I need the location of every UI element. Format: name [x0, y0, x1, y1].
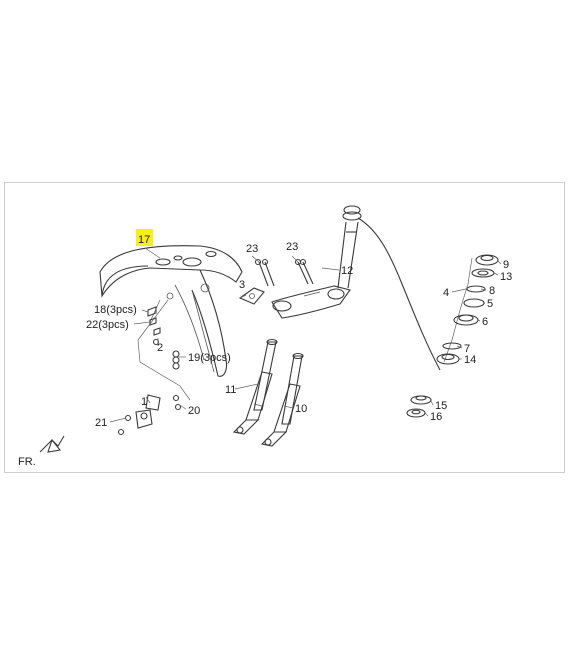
front-direction-label: FR. [18, 456, 36, 468]
callout-leaders [109, 247, 502, 423]
steering-stem [271, 205, 362, 319]
bracket-3 [238, 287, 265, 305]
callout-13[interactable]: 13 [500, 271, 512, 283]
fork-leg-11 [232, 338, 278, 435]
bolts-23 [254, 258, 314, 287]
callout-20[interactable]: 20 [188, 405, 200, 417]
callout-21[interactable]: 21 [95, 417, 107, 429]
callout-3[interactable]: 3 [239, 279, 245, 291]
callout-18[interactable]: 18(3pcs) [94, 304, 137, 316]
callout-2[interactable]: 2 [157, 342, 163, 354]
callout-4[interactable]: 4 [443, 287, 449, 299]
callout-16[interactable]: 16 [430, 411, 442, 423]
fender-stay [117, 299, 191, 436]
front-fender [99, 245, 243, 377]
callout-8[interactable]: 8 [489, 285, 495, 297]
callout-9[interactable]: 9 [503, 259, 509, 271]
washers-15-16 [406, 395, 432, 418]
callout-labels: 17 23 23 12 3 18(3pcs) 22(3pcs) 2 19(3pc… [18, 234, 512, 468]
callout-10[interactable]: 10 [295, 403, 307, 415]
callout-23-left[interactable]: 23 [246, 243, 258, 255]
callout-1[interactable]: 1 [141, 396, 147, 408]
front-direction-arrow [39, 435, 65, 453]
callout-6[interactable]: 6 [482, 316, 488, 328]
callout-23-right[interactable]: 23 [286, 241, 298, 253]
callout-17-highlight [136, 229, 153, 246]
bolt-set-left [147, 306, 180, 370]
callout-12[interactable]: 12 [341, 265, 353, 277]
callout-11[interactable]: 11 [225, 384, 236, 396]
callout-17[interactable]: 17 [138, 234, 150, 246]
callout-22[interactable]: 22(3pcs) [86, 319, 129, 331]
callout-19[interactable]: 19(3pcs) [188, 352, 231, 364]
callout-14[interactable]: 14 [464, 354, 476, 366]
callout-5[interactable]: 5 [487, 298, 493, 310]
fork-leg-10 [260, 352, 304, 447]
callout-7[interactable]: 7 [464, 343, 470, 355]
callout-15[interactable]: 15 [435, 400, 447, 412]
stem-line [357, 217, 441, 371]
diagram-frame [4, 182, 565, 473]
